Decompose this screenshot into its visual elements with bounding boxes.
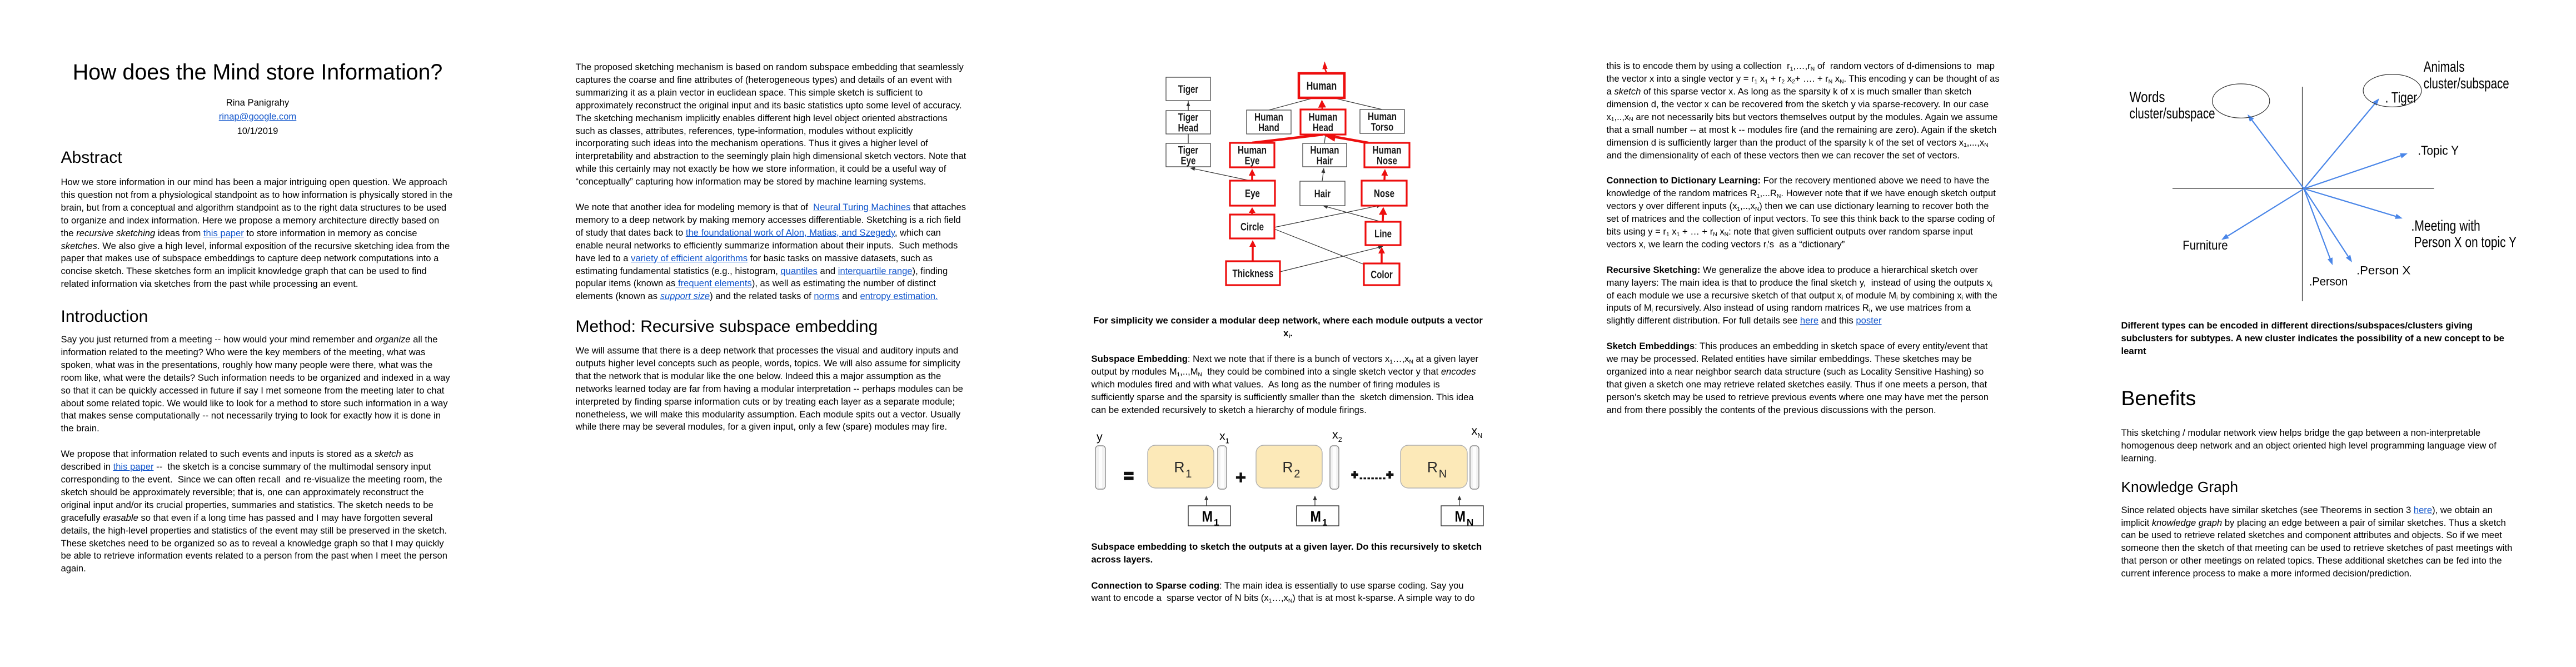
svg-text:Hair: Hair <box>1317 156 1333 167</box>
svg-text:.Topic Y: .Topic Y <box>2418 143 2459 157</box>
svg-text:Human: Human <box>1368 111 1397 123</box>
svg-text:Human: Human <box>1254 112 1283 123</box>
svg-text:Person X on topic Y: Person X on topic Y <box>2414 234 2517 251</box>
svg-text:.Person X: .Person X <box>2356 263 2410 277</box>
svg-text:R: R <box>1174 459 1184 476</box>
svg-text:cluster/subspace: cluster/subspace <box>2130 105 2215 122</box>
svg-text:Human: Human <box>1373 145 1402 157</box>
svg-text:Circle: Circle <box>1240 221 1264 233</box>
svg-text:Hand: Hand <box>1258 122 1279 134</box>
svg-text:Eye: Eye <box>1181 156 1196 167</box>
svg-text:Tiger: Tiger <box>1178 84 1199 96</box>
svg-text:. Tiger: . Tiger <box>2385 89 2418 106</box>
svg-text:Nose: Nose <box>1374 188 1394 200</box>
svg-text:Human: Human <box>1311 145 1339 157</box>
svg-text:Color: Color <box>1371 269 1393 281</box>
svg-text:R: R <box>1282 459 1293 476</box>
svg-text:Tiger: Tiger <box>1178 145 1199 157</box>
svg-text:M: M <box>1311 508 1322 525</box>
svg-text:R: R <box>1427 459 1438 476</box>
svg-text:Line: Line <box>1374 228 1392 240</box>
svg-text:1: 1 <box>1214 517 1219 528</box>
svg-text:N: N <box>1467 517 1473 528</box>
svg-text:Eye: Eye <box>1245 156 1260 167</box>
svg-text:Words: Words <box>2130 88 2165 105</box>
svg-text:Head: Head <box>1178 123 1199 135</box>
svg-text:Human: Human <box>1307 79 1337 92</box>
svg-text:Animals: Animals <box>2424 58 2465 75</box>
svg-text:M: M <box>1202 508 1213 525</box>
svg-text:M: M <box>1455 508 1466 525</box>
svg-text:.Person: .Person <box>2309 275 2348 288</box>
svg-text:Hair: Hair <box>1314 188 1331 200</box>
svg-text:Furniture: Furniture <box>2183 238 2228 252</box>
svg-text:1: 1 <box>1185 468 1192 480</box>
svg-text:Torso: Torso <box>1371 122 1394 133</box>
svg-text:1: 1 <box>1322 517 1327 528</box>
svg-text:Nose: Nose <box>1377 156 1397 167</box>
svg-text:.Meeting with: .Meeting with <box>2411 217 2480 234</box>
svg-text:Thickness: Thickness <box>1233 268 1274 280</box>
svg-text:x1: x1 <box>1219 430 1229 445</box>
svg-text:Human: Human <box>1238 145 1267 157</box>
svg-text:Human: Human <box>1309 112 1338 123</box>
svg-text:xN: xN <box>1472 424 1483 440</box>
svg-text:Eye: Eye <box>1245 188 1260 200</box>
svg-text:Tiger: Tiger <box>1178 112 1199 124</box>
svg-text:x2: x2 <box>1332 428 1342 444</box>
svg-text:Head: Head <box>1313 122 1333 134</box>
svg-text:N: N <box>1439 468 1447 480</box>
svg-text:cluster/subspace: cluster/subspace <box>2424 75 2509 92</box>
svg-text:y: y <box>1097 430 1103 444</box>
svg-text:2: 2 <box>1294 468 1300 480</box>
